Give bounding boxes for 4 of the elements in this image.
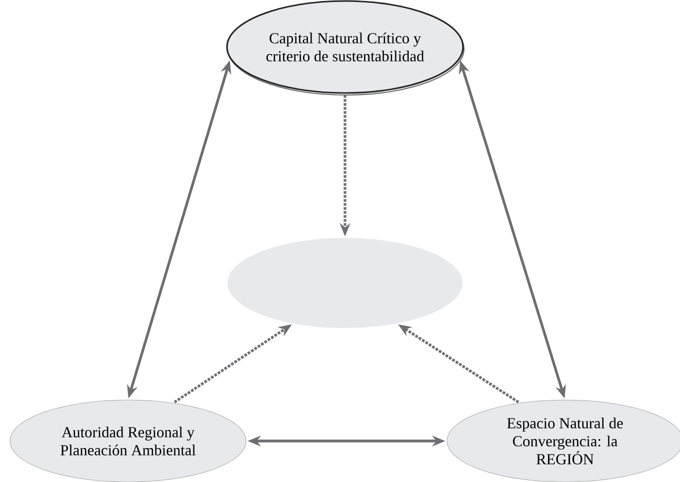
empty-ellipse (228, 238, 462, 328)
ellipse-node: Capital Natural Crítico y criterio de sustentabilidad (226, 0, 465, 96)
ellipse-node: Autoridad Regional y Planeación Ambiental (10, 400, 246, 482)
ellipse-node: Espacio Natural de Convergencia: la REGIÓN (446, 400, 680, 482)
